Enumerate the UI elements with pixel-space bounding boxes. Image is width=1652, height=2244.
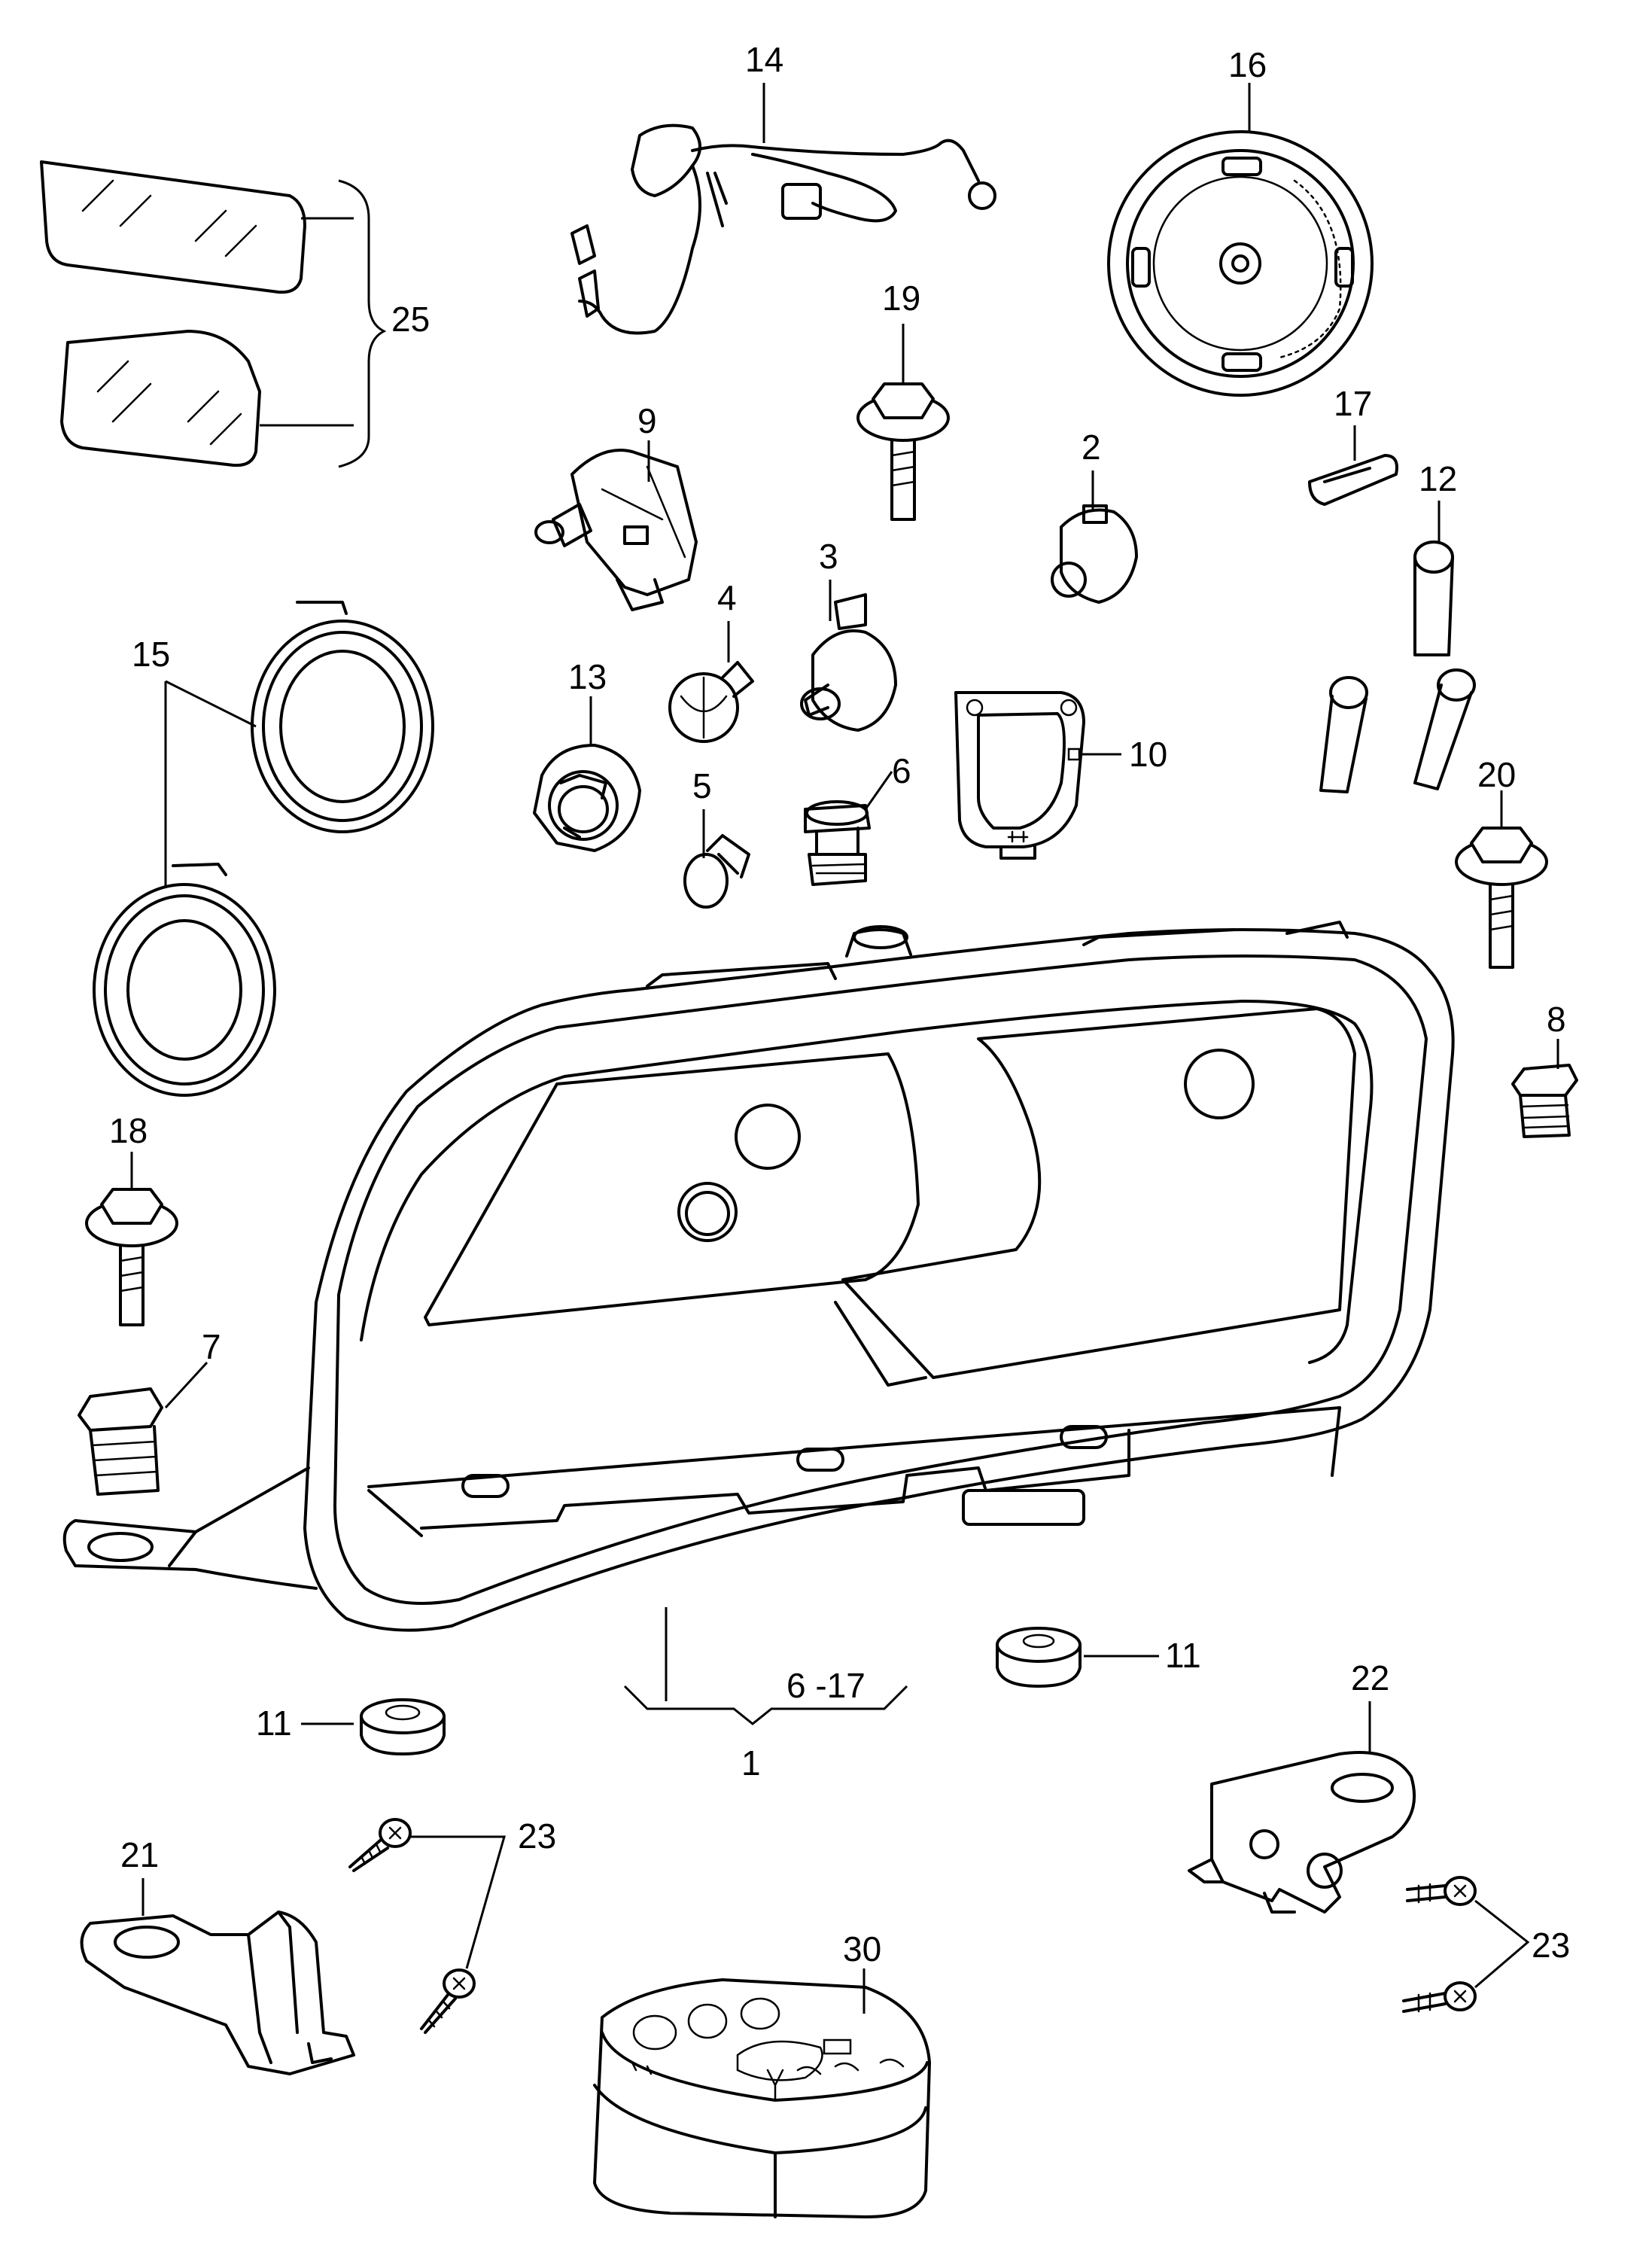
label-8: 8 <box>1547 1000 1566 1039</box>
part-7-plug[interactable] <box>78 1387 163 1496</box>
part-11-grommet-left[interactable] <box>360 1698 446 1755</box>
label-11-left: 11 <box>256 1704 292 1743</box>
part-17-clip[interactable] <box>1308 454 1398 506</box>
part-3-bulb[interactable] <box>800 593 897 732</box>
part-5-small-bulb[interactable] <box>683 834 750 909</box>
housing-mount-arm[interactable] <box>62 1466 318 1590</box>
label-2: 2 <box>1082 428 1101 467</box>
label-23-right: 23 <box>1532 1926 1570 1965</box>
part-9-adjuster-motor[interactable] <box>534 449 698 611</box>
label-14: 14 <box>745 40 783 79</box>
label-20: 20 <box>1477 755 1516 794</box>
part-19-bolt[interactable] <box>856 382 950 521</box>
label-21: 21 <box>120 1835 159 1874</box>
label-19: 19 <box>882 279 920 318</box>
part-11-grommet-right[interactable] <box>996 1627 1082 1688</box>
part-21-bracket-left[interactable] <box>80 1911 355 2075</box>
label-18: 18 <box>109 1111 148 1150</box>
label-30: 30 <box>843 1929 881 1968</box>
label-17: 17 <box>1334 384 1372 423</box>
label-12: 12 <box>1419 459 1457 498</box>
part-16-cover-cap[interactable] <box>1107 130 1374 397</box>
label-25: 25 <box>391 300 430 339</box>
part-14-wiring-harness[interactable] <box>570 123 996 335</box>
part-1-headlight-housing[interactable] <box>303 921 1455 1632</box>
part-15-sealing-rings[interactable] <box>93 601 434 1097</box>
label-1: 1 <box>741 1743 761 1783</box>
label-5: 5 <box>692 766 712 805</box>
part-23-screw-left-upper[interactable] <box>348 1818 412 1872</box>
part-2-bulb[interactable] <box>1051 504 1138 604</box>
label-13: 13 <box>568 657 607 696</box>
part-23-screw-right-lower[interactable] <box>1402 1981 1477 2013</box>
part-13-socket-ring[interactable] <box>533 744 641 852</box>
part-25-lens-covers[interactable] <box>40 160 387 468</box>
part-20-bolt[interactable] <box>1455 827 1548 969</box>
label-3: 3 <box>819 537 838 576</box>
label-22: 22 <box>1351 1658 1389 1697</box>
label-7: 7 <box>202 1327 221 1366</box>
part-30-bulb-kit-box[interactable] <box>593 1978 931 2218</box>
part-22-bracket-right[interactable] <box>1188 1751 1416 1914</box>
label-11-right: 11 <box>1165 1636 1201 1675</box>
label-23-left: 23 <box>518 1816 556 1856</box>
part-8-plug[interactable] <box>1511 1064 1578 1138</box>
part-23-screw-left-lower[interactable] <box>420 1968 476 2034</box>
part-4-bulb[interactable] <box>668 661 754 743</box>
part-10-gasket[interactable] <box>954 691 1085 860</box>
label-16: 16 <box>1228 45 1267 84</box>
label-range-6-17: 6 -17 <box>786 1666 866 1705</box>
label-15: 15 <box>132 635 170 674</box>
part-18-bolt[interactable] <box>85 1188 178 1326</box>
label-4: 4 <box>717 578 737 617</box>
label-10: 10 <box>1129 735 1167 774</box>
part-23-screw-right-upper[interactable] <box>1406 1876 1477 1906</box>
label-9: 9 <box>637 401 657 440</box>
part-12-caps[interactable] <box>1319 540 1476 793</box>
label-6: 6 <box>892 751 911 790</box>
part-6-bulb-holder[interactable] <box>804 800 871 886</box>
